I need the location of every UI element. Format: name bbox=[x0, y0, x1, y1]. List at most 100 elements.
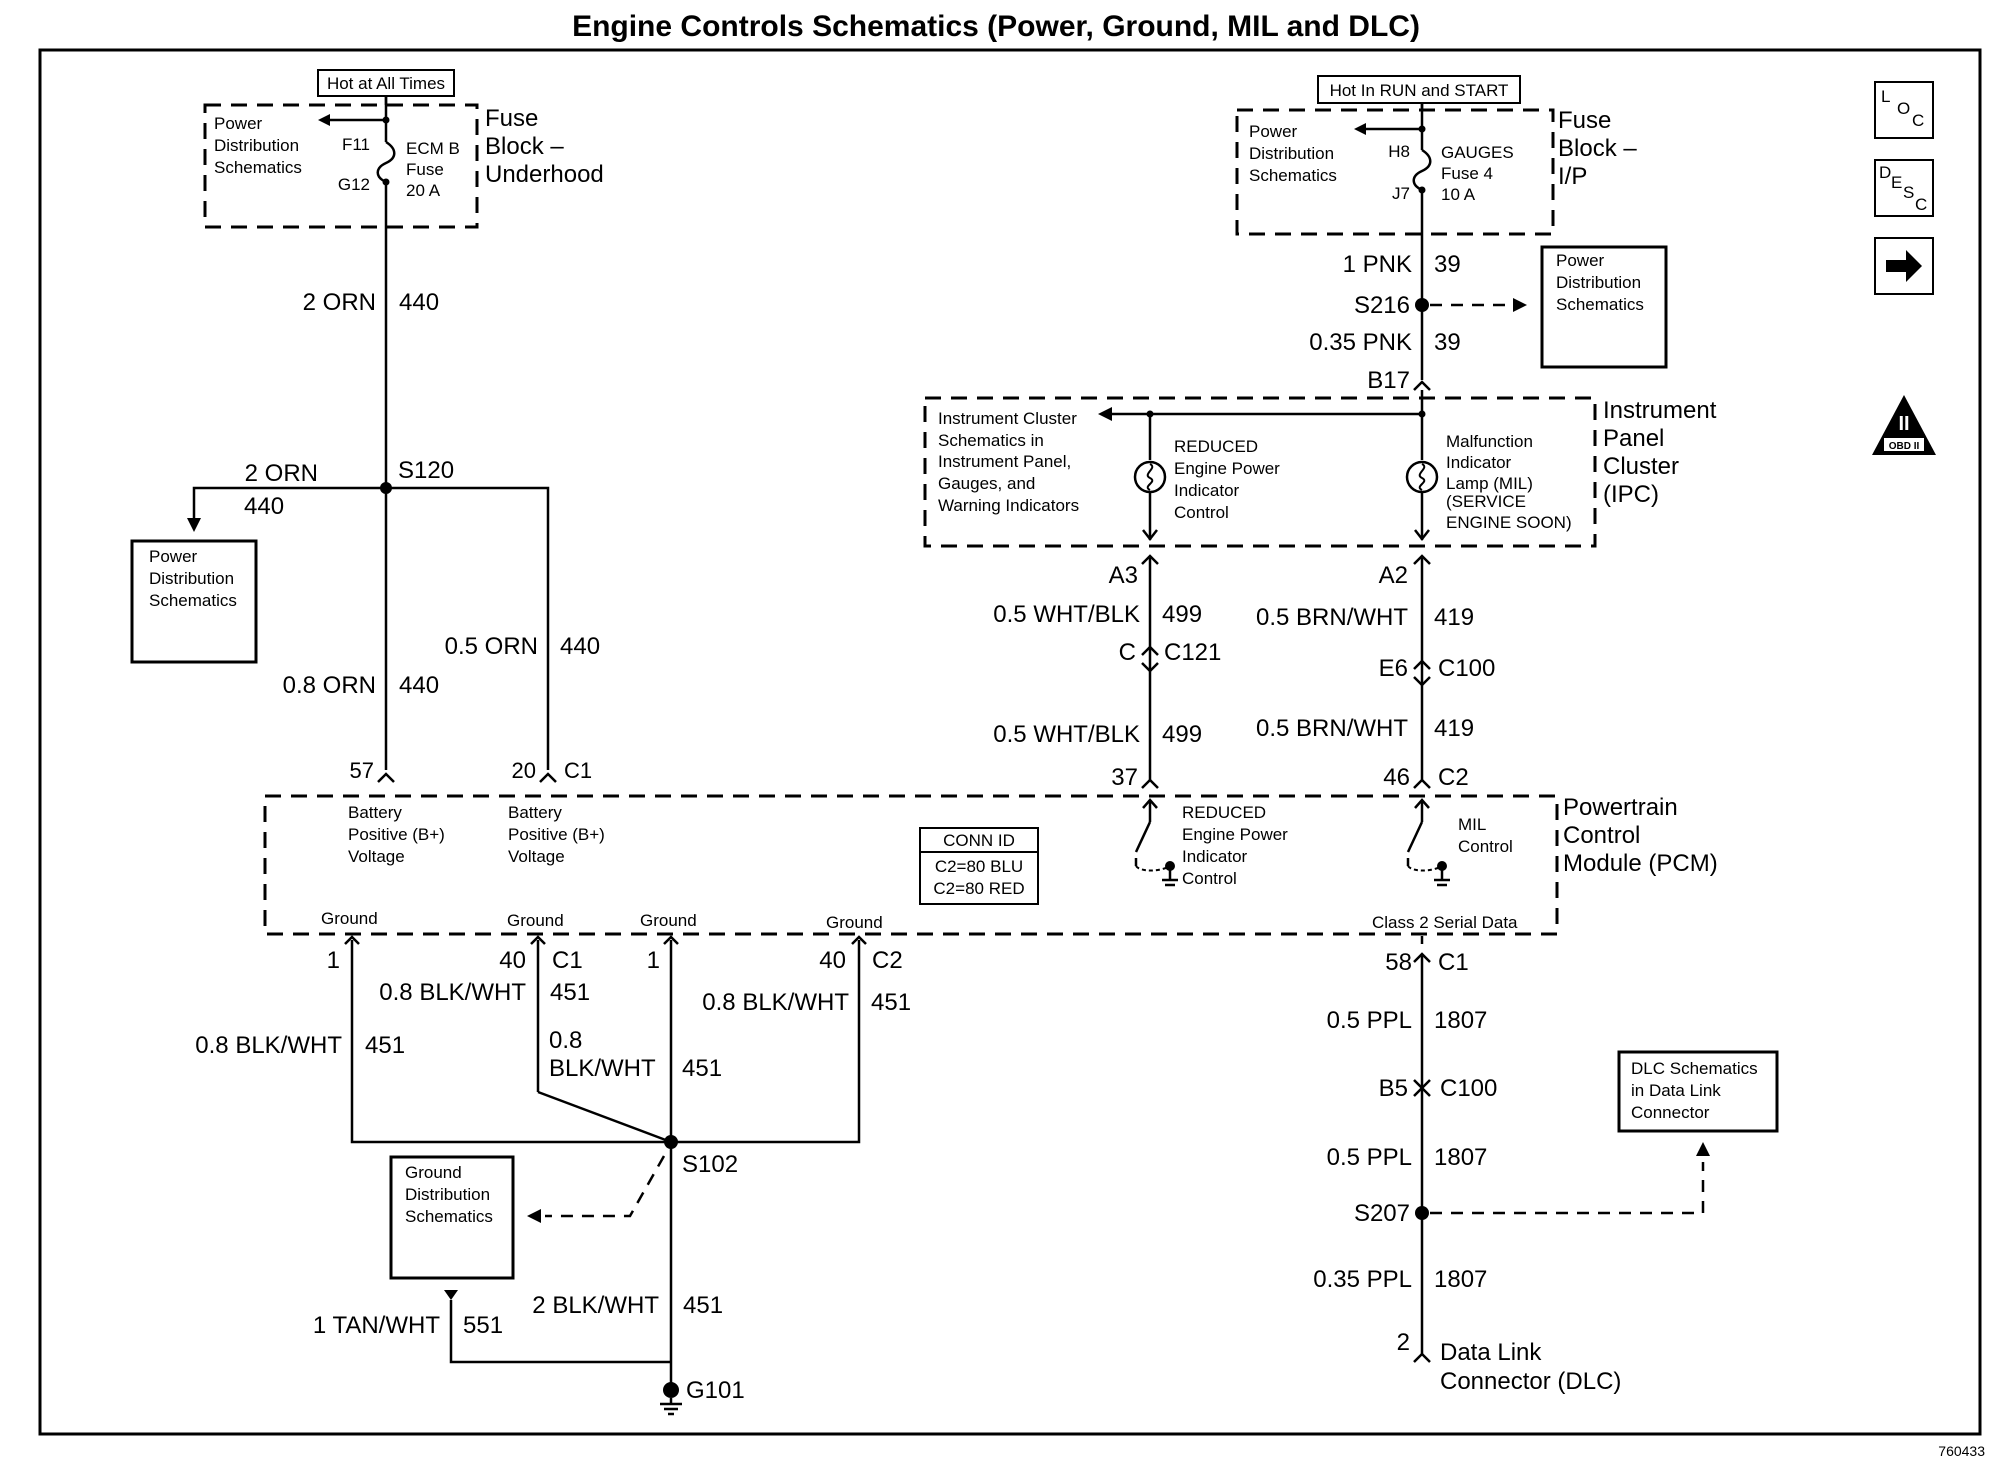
hot-in-run-start-label: Hot In RUN and START bbox=[1330, 81, 1509, 100]
svg-text:S: S bbox=[1903, 183, 1914, 202]
svg-text:Distribution: Distribution bbox=[1556, 273, 1641, 292]
svg-text:II: II bbox=[1898, 413, 1909, 435]
svg-text:MIL: MIL bbox=[1458, 815, 1486, 834]
svg-text:ECM B: ECM B bbox=[406, 139, 460, 158]
svg-text:2 BLK/WHT: 2 BLK/WHT bbox=[532, 1292, 659, 1319]
svg-text:Power: Power bbox=[149, 547, 198, 566]
svg-text:1 PNK: 1 PNK bbox=[1343, 251, 1412, 278]
splice-s120-label: S120 bbox=[398, 457, 454, 484]
svg-text:Control: Control bbox=[1174, 503, 1229, 522]
ground-circuit: 1 40 C1 1 40 C2 0.8 BLK/WHT 451 0.8 BLK/… bbox=[195, 935, 911, 1416]
desc-icon[interactable]: D E S C bbox=[1874, 159, 1934, 217]
svg-text:C: C bbox=[1119, 639, 1136, 666]
svg-text:C1: C1 bbox=[552, 947, 583, 974]
svg-text:Indicator: Indicator bbox=[1174, 481, 1240, 500]
svg-text:Engine Power: Engine Power bbox=[1174, 459, 1280, 478]
gauges-fuse-symbol bbox=[1412, 148, 1432, 192]
svg-text:Control: Control bbox=[1458, 837, 1513, 856]
svg-text:Data Link: Data Link bbox=[1440, 1339, 1542, 1366]
svg-text:0.8 BLK/WHT: 0.8 BLK/WHT bbox=[379, 979, 526, 1006]
pcm-reduced-power-label: REDUCED Engine Power Indicator Control bbox=[1182, 803, 1288, 888]
svg-text:Gauges, and: Gauges, and bbox=[938, 474, 1035, 493]
svg-text:Battery: Battery bbox=[508, 803, 562, 822]
svg-text:Schematics: Schematics bbox=[1249, 166, 1337, 185]
connector-c100-bottom: B5 C100 bbox=[1379, 1075, 1498, 1102]
svg-text:C2=80 RED: C2=80 RED bbox=[933, 879, 1024, 898]
svg-text:46: 46 bbox=[1383, 764, 1410, 791]
pcm-mil-switch bbox=[1406, 798, 1450, 887]
svg-text:0.5 PPL: 0.5 PPL bbox=[1327, 1144, 1412, 1171]
svg-text:Voltage: Voltage bbox=[348, 847, 405, 866]
svg-text:(SERVICE: (SERVICE bbox=[1446, 492, 1526, 511]
svg-text:Fuse: Fuse bbox=[1558, 107, 1611, 134]
data-link-circuit: 58 C1 0.5 PPL 1807 B5 C100 0.5 PPL 1807 … bbox=[1313, 936, 1779, 1395]
svg-text:REDUCED: REDUCED bbox=[1174, 437, 1258, 456]
underhood-pds-ref: Power Distribution Schematics bbox=[214, 114, 302, 177]
svg-text:Voltage: Voltage bbox=[508, 847, 565, 866]
svg-text:39: 39 bbox=[1434, 251, 1461, 278]
drawing-frame bbox=[38, 48, 1982, 1436]
svg-text:Distribution: Distribution bbox=[149, 569, 234, 588]
svg-text:C2: C2 bbox=[1438, 764, 1469, 791]
svg-text:20 A: 20 A bbox=[406, 181, 441, 200]
svg-text:S207: S207 bbox=[1354, 1200, 1410, 1227]
svg-text:Module (PCM): Module (PCM) bbox=[1563, 850, 1718, 877]
pcm-mil-control-label: MIL Control bbox=[1458, 815, 1513, 856]
svg-text:C100: C100 bbox=[1440, 1075, 1497, 1102]
svg-text:S102: S102 bbox=[682, 1151, 738, 1178]
ip-pds-ref: Power Distribution Schematics bbox=[1249, 122, 1337, 185]
svg-text:Malfunction: Malfunction bbox=[1446, 432, 1533, 451]
svg-text:440: 440 bbox=[244, 493, 284, 520]
svg-text:Positive (B+): Positive (B+) bbox=[508, 825, 605, 844]
next-arrow-icon[interactable] bbox=[1874, 237, 1934, 295]
svg-text:1 TAN/WHT: 1 TAN/WHT bbox=[313, 1312, 440, 1339]
svg-text:E: E bbox=[1891, 173, 1902, 192]
splice-s216 bbox=[1415, 298, 1429, 312]
svg-text:Connector (DLC): Connector (DLC) bbox=[1440, 1368, 1621, 1395]
svg-text:BLK/WHT: BLK/WHT bbox=[549, 1055, 656, 1082]
svg-text:G12: G12 bbox=[338, 175, 370, 194]
splice-s102 bbox=[664, 1135, 678, 1149]
svg-text:C121: C121 bbox=[1164, 639, 1221, 666]
svg-text:Distribution: Distribution bbox=[1249, 144, 1334, 163]
svg-text:0.5 WHT/BLK: 0.5 WHT/BLK bbox=[993, 601, 1140, 628]
svg-text:Fuse: Fuse bbox=[485, 105, 538, 132]
svg-text:B17: B17 bbox=[1367, 367, 1410, 394]
pcm-battery-voltage-1: Battery Positive (B+) Voltage bbox=[348, 803, 445, 866]
pds-ref-box-left: Power Distribution Schematics bbox=[130, 539, 258, 664]
svg-text:0.5 WHT/BLK: 0.5 WHT/BLK bbox=[993, 721, 1140, 748]
ground-distribution-ref-box: Ground Distribution Schematics bbox=[389, 1155, 515, 1280]
svg-text:REDUCED: REDUCED bbox=[1182, 803, 1266, 822]
svg-text:Power: Power bbox=[1249, 122, 1298, 141]
svg-text:2 ORN: 2 ORN bbox=[245, 460, 318, 487]
svg-text:57: 57 bbox=[350, 758, 374, 783]
svg-text:ENGINE SOON): ENGINE SOON) bbox=[1446, 513, 1572, 532]
svg-text:0.5 ORN: 0.5 ORN bbox=[445, 633, 538, 660]
svg-text:Power: Power bbox=[214, 114, 263, 133]
svg-text:B5: B5 bbox=[1379, 1075, 1408, 1102]
svg-text:C1: C1 bbox=[564, 758, 592, 783]
hot-at-all-times-label: Hot at All Times bbox=[327, 74, 445, 93]
svg-text:D: D bbox=[1879, 163, 1891, 182]
svg-text:419: 419 bbox=[1434, 715, 1474, 742]
ip-block-label: Fuse Block – I/P bbox=[1558, 107, 1637, 190]
svg-text:L: L bbox=[1881, 87, 1890, 106]
svg-text:Underhood: Underhood bbox=[485, 161, 604, 188]
svg-text:E6: E6 bbox=[1379, 655, 1408, 682]
loc-icon[interactable]: L O C bbox=[1874, 81, 1934, 139]
pds-ref-box-right: Power Distribution Schematics bbox=[1540, 245, 1668, 369]
svg-text:Lamp (MIL): Lamp (MIL) bbox=[1446, 474, 1533, 493]
svg-text:37: 37 bbox=[1111, 764, 1138, 791]
svg-text:Indicator: Indicator bbox=[1446, 453, 1512, 472]
svg-text:O: O bbox=[1897, 99, 1910, 118]
svg-text:440: 440 bbox=[399, 672, 439, 699]
svg-text:451: 451 bbox=[683, 1292, 723, 1319]
svg-text:551: 551 bbox=[463, 1312, 503, 1339]
svg-text:Fuse 4: Fuse 4 bbox=[1441, 164, 1493, 183]
svg-text:Ground: Ground bbox=[507, 911, 564, 930]
svg-text:Block –: Block – bbox=[485, 133, 564, 160]
ipc-mil-label: Malfunction Indicator Lamp (MIL) (SERVIC… bbox=[1446, 432, 1572, 532]
svg-text:40: 40 bbox=[499, 947, 526, 974]
svg-text:0.8 BLK/WHT: 0.8 BLK/WHT bbox=[702, 989, 849, 1016]
